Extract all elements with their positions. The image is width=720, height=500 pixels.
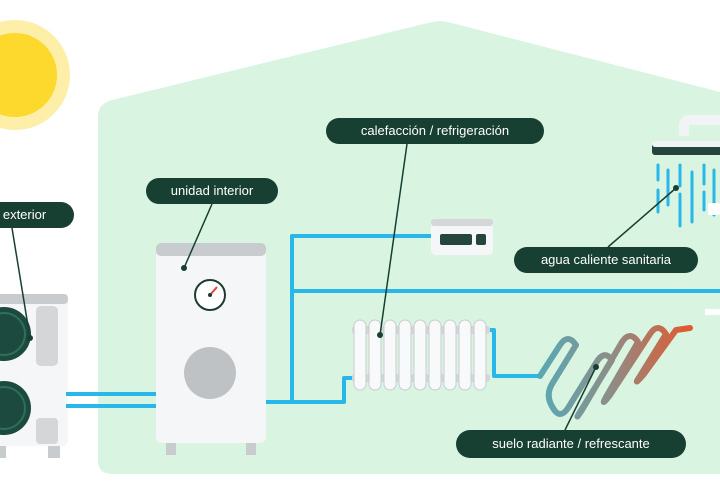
svg-text:suelo radiante / refrescante: suelo radiante / refrescante (492, 436, 650, 451)
fan-icon (0, 307, 31, 361)
radiator-fin (353, 319, 367, 391)
radiator-fin (398, 319, 412, 391)
radiator-fin (443, 319, 457, 391)
pipes (66, 234, 720, 408)
heating-cooling-label: calefacción / refrigeración (326, 118, 544, 144)
outdoor-unit (0, 294, 68, 458)
outdoor-unit-label: d exterior (0, 202, 74, 228)
radiator-fin (368, 319, 382, 391)
radiator-fin (383, 319, 397, 391)
hot-water-label: agua caliente sanitaria (514, 247, 698, 273)
fan-icon (0, 381, 31, 435)
svg-text:d exterior: d exterior (0, 207, 47, 222)
svg-text:agua caliente sanitaria: agua caliente sanitaria (541, 252, 672, 267)
tank-port (184, 347, 236, 399)
indoor-unit (156, 243, 266, 455)
underfloor-coil-icon (537, 325, 693, 420)
indoor-unit-label: unidad interior (146, 178, 278, 204)
pressure-gauge-icon (194, 279, 226, 311)
radiator-fin (413, 319, 427, 391)
radiator-icon (352, 319, 490, 391)
svg-text:unidad interior: unidad interior (171, 183, 254, 198)
radiator-fin (428, 319, 442, 391)
radiator-fin (473, 319, 487, 391)
shower-icon (652, 115, 720, 228)
leader-lines (11, 143, 677, 431)
thermostat-icon (431, 219, 493, 255)
sun-icon (0, 20, 70, 130)
leader-dots (27, 185, 679, 370)
radiator-fin (458, 319, 472, 391)
floor-heating-label: suelo radiante / refrescante (456, 430, 686, 458)
svg-text:calefacción / refrigeración: calefacción / refrigeración (361, 123, 509, 138)
